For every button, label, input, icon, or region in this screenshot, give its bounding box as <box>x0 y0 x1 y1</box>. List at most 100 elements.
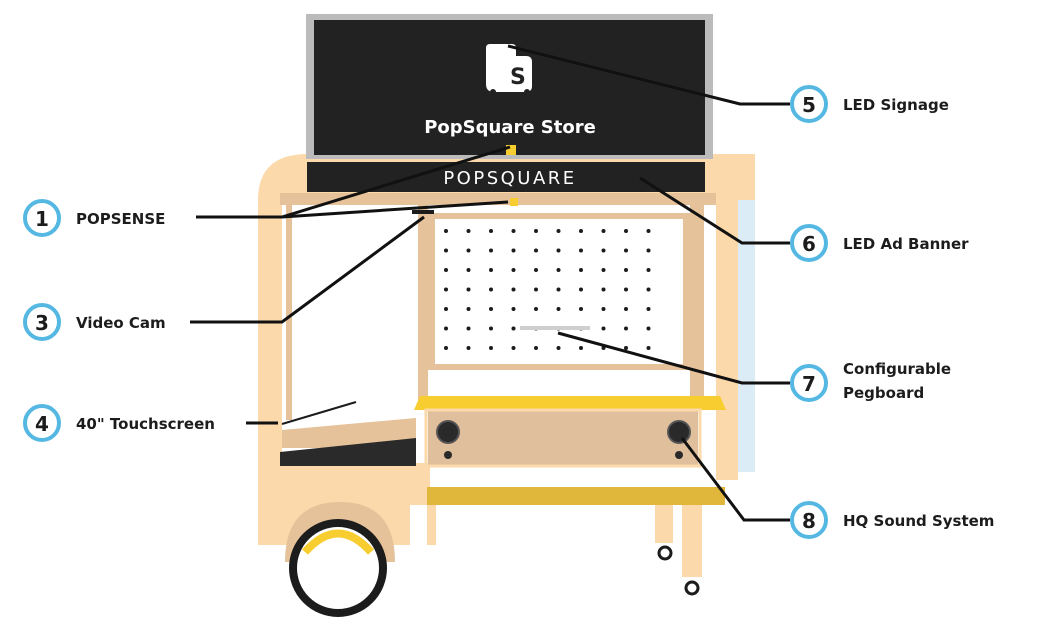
callout-label: HQ Sound System <box>843 512 994 530</box>
callout-1: 1 POPSENSE <box>23 199 165 237</box>
banner-text: POPSQUARE <box>443 168 576 189</box>
speaker-left <box>436 420 460 444</box>
callout-number: 3 <box>35 311 49 335</box>
peg-hole <box>601 248 606 253</box>
peg-hole <box>579 248 583 253</box>
peg-hole <box>511 287 516 292</box>
callout-8: 8 HQ Sound System <box>790 501 994 539</box>
video-camera <box>412 210 434 214</box>
callout-badge <box>23 404 61 442</box>
callout-number: 7 <box>802 372 816 396</box>
peg-hole <box>579 307 583 311</box>
led-ad-banner <box>307 162 705 192</box>
callout-5: 5 LED Signage <box>790 85 949 123</box>
peg-hole <box>646 287 651 292</box>
peg-hole <box>511 268 516 272</box>
callout-label: Video Cam <box>76 314 166 332</box>
peg-hole <box>466 307 471 311</box>
peg-hole <box>534 229 538 233</box>
leg-mid <box>655 505 673 543</box>
svg-text:S: S <box>510 65 526 90</box>
callout-number: 1 <box>35 207 49 231</box>
popsense-sensor-top <box>506 145 516 155</box>
callout-label: POPSENSE <box>76 210 165 228</box>
peg-hole <box>466 229 471 233</box>
peg-hole <box>489 268 493 272</box>
callout-number: 8 <box>802 509 816 533</box>
peg-hole <box>444 229 448 233</box>
peg-hole <box>601 307 606 311</box>
peg-hole <box>579 229 583 233</box>
leader-line-8 <box>680 437 790 522</box>
callout-badge <box>790 85 828 123</box>
caster-left <box>657 545 673 561</box>
pegboard <box>435 219 683 364</box>
leader-line-5 <box>507 44 790 106</box>
callout-badge <box>790 224 828 262</box>
peg-hole <box>466 326 471 331</box>
peg-hole <box>466 268 471 272</box>
counter-top <box>414 396 726 410</box>
leg-left <box>427 505 436 545</box>
peg-hole <box>489 346 493 350</box>
peg-hole <box>624 287 628 292</box>
callout-badge <box>790 364 828 402</box>
peg-hole <box>601 287 606 292</box>
peg-hole <box>556 287 561 292</box>
callout-badge <box>23 303 61 341</box>
callout-label: LED Ad Banner <box>843 235 969 253</box>
peg-hole <box>489 307 493 311</box>
peg-hole <box>556 248 561 253</box>
peg-hole <box>601 326 606 331</box>
callout-label: Configurable <box>843 360 951 378</box>
peg-hole <box>579 346 583 350</box>
peg-hole <box>534 307 538 311</box>
touchscreen-edge <box>281 401 357 425</box>
peg-hole <box>511 326 516 331</box>
peg-hole <box>624 229 628 233</box>
inner-post-left <box>286 205 292 420</box>
touchscreen-panel <box>280 438 416 466</box>
peg-hole <box>511 229 516 233</box>
peg-hole <box>646 307 651 311</box>
left-post <box>258 200 282 500</box>
callout-number: 4 <box>35 412 49 436</box>
inner-post-right <box>690 205 704 405</box>
peg-hole <box>624 248 628 253</box>
callout-badge <box>23 199 61 237</box>
pegboard-shelf <box>520 326 590 330</box>
peg-hole <box>534 287 538 292</box>
counter-front <box>428 410 698 466</box>
peg-hole <box>444 346 448 350</box>
peg-hole <box>624 268 628 272</box>
peg-hole <box>624 307 628 311</box>
peg-hole <box>556 346 561 350</box>
peg-hole <box>444 248 448 253</box>
peg-hole <box>534 346 538 350</box>
callout-label-line2: Pegboard <box>843 384 924 402</box>
peg-hole <box>579 268 583 272</box>
top-crossbar <box>280 193 716 205</box>
peg-hole <box>646 268 651 272</box>
peg-hole <box>489 287 493 292</box>
peg-hole <box>646 248 651 253</box>
peg-hole <box>556 268 561 272</box>
peg-hole <box>601 229 606 233</box>
peg-hole <box>466 346 471 350</box>
popsquare-s-logo-icon: S <box>486 44 532 95</box>
callout-label: LED Signage <box>843 96 949 114</box>
peg-hole <box>511 248 516 253</box>
peg-hole <box>624 346 628 350</box>
peg-hole <box>489 326 493 331</box>
peg-hole <box>489 229 493 233</box>
peg-hole <box>601 268 606 272</box>
peg-hole <box>534 268 538 272</box>
speaker-right-port <box>675 451 683 459</box>
leader-line-6 <box>639 176 790 245</box>
peg-hole <box>646 326 651 331</box>
callout-6: 6 LED Ad Banner <box>790 224 969 262</box>
inner-post-center <box>418 205 428 405</box>
popsense-sensor-bottom <box>510 198 518 206</box>
peg-hole <box>511 307 516 311</box>
